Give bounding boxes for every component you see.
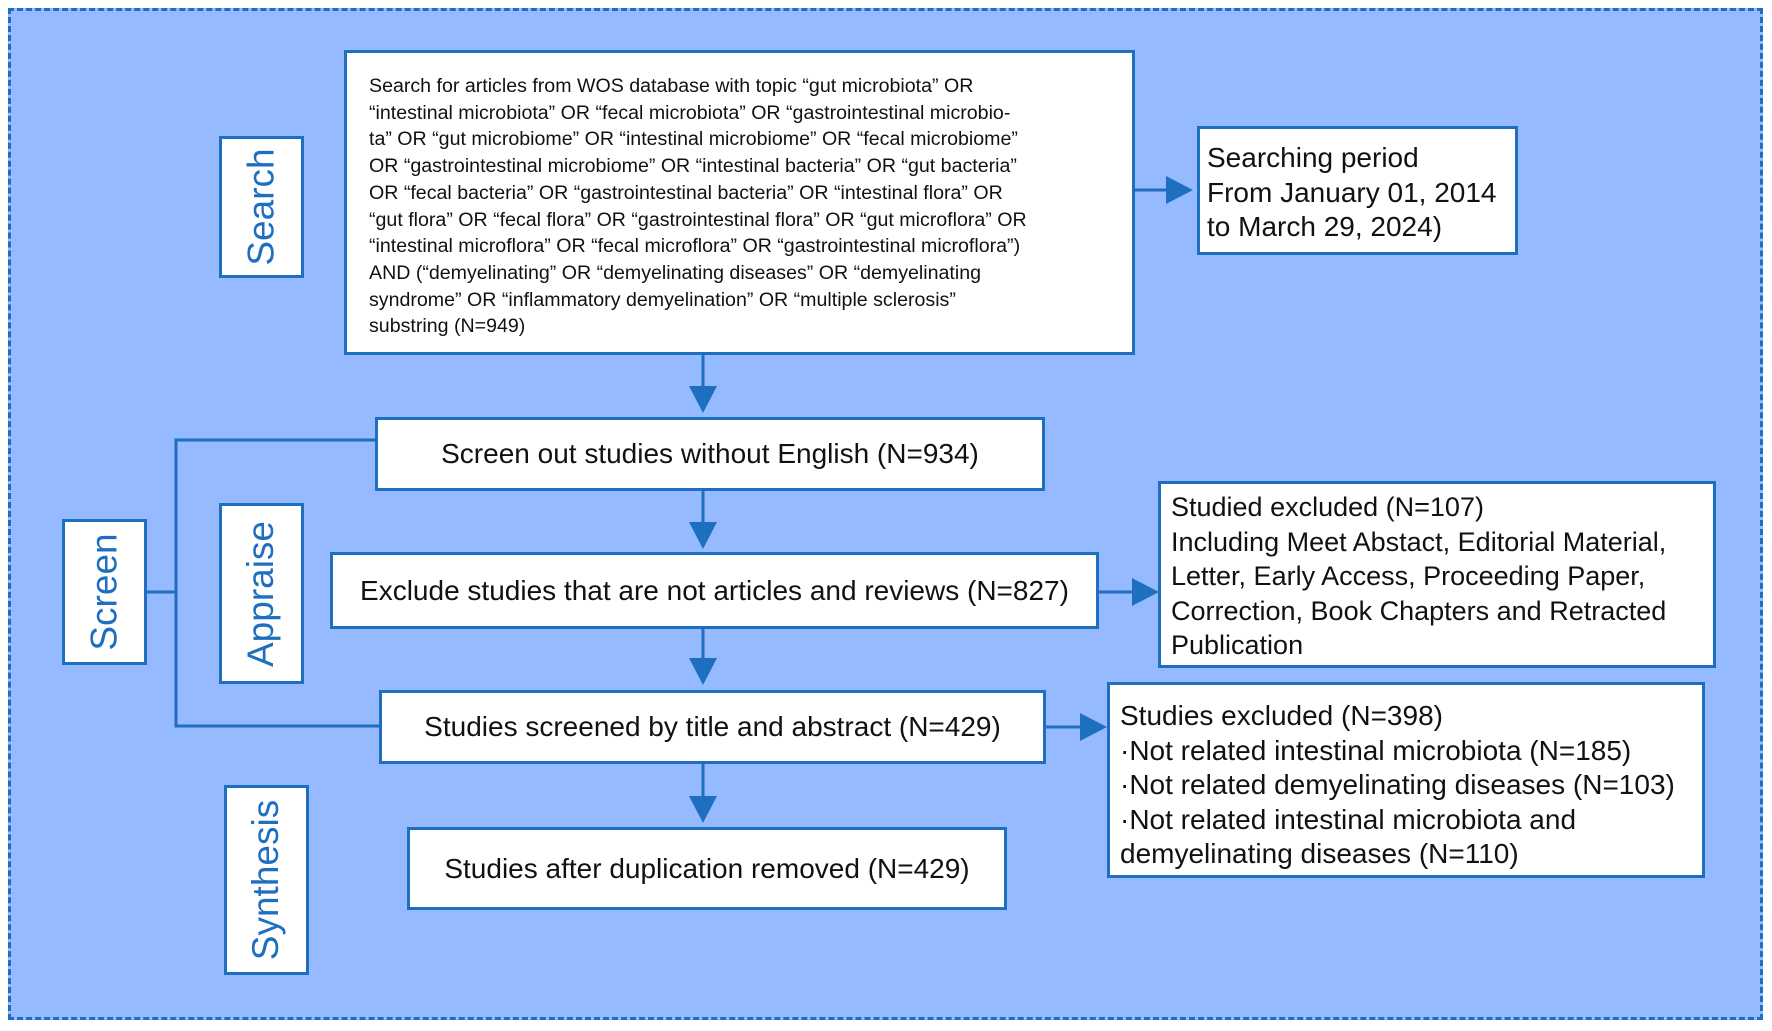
title-abstract-box: Studies screened by title and abstract (…	[379, 690, 1046, 764]
stage-appraise-text: Appraise	[240, 520, 282, 667]
stage-synthesis-text: Synthesis	[245, 799, 287, 961]
arrow-articles-to-title-head	[689, 658, 717, 685]
stage-synthesis-label: Synthesis	[224, 785, 309, 975]
excluded-types-box: Studied excluded (N=107) Including Meet …	[1158, 481, 1716, 668]
arrow-query-to-period-head	[1166, 176, 1193, 204]
arrow-query-to-english-head	[689, 386, 717, 413]
stage-search-label: Search	[219, 136, 304, 278]
searching-period-box: Searching period From January 01, 2014 t…	[1197, 126, 1518, 255]
arrow-title-to-reasons-head	[1080, 713, 1107, 741]
duplication-removed-box: Studies after duplication removed (N=429…	[407, 827, 1007, 910]
search-query-box: Search for articles from WOS database wi…	[344, 50, 1135, 355]
stage-screen-label: Screen	[62, 519, 147, 665]
arrow-articles-to-excluded-head	[1132, 578, 1159, 606]
arrow-title-to-duplication-head	[689, 796, 717, 823]
stage-appraise-label: Appraise	[219, 503, 304, 684]
english-screen-box: Screen out studies without English (N=93…	[375, 417, 1045, 491]
stage-search-text: Search	[240, 148, 282, 266]
excluded-reasons-box: Studies excluded (N=398) ·Not related in…	[1107, 682, 1705, 878]
stage-screen-text: Screen	[83, 533, 125, 651]
screen-bracket	[174, 438, 381, 728]
arrow-english-to-articles-head	[689, 522, 717, 549]
articles-reviews-box: Exclude studies that are not articles an…	[330, 552, 1099, 629]
